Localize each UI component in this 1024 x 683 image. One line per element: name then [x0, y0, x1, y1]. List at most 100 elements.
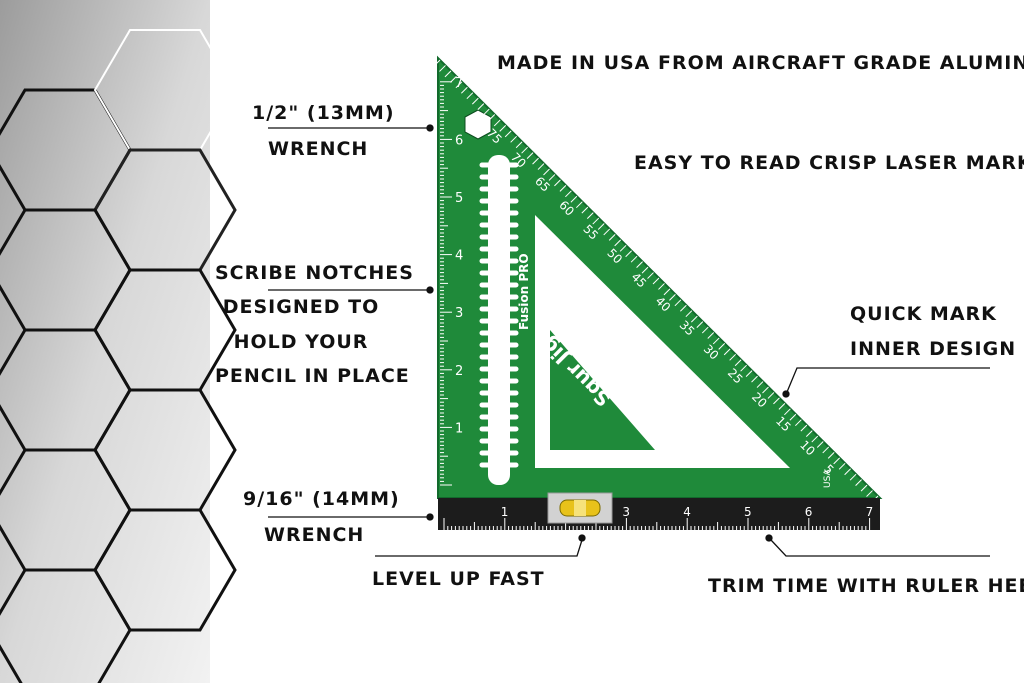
degree-tick: [822, 446, 830, 454]
callout-scribe-line4: PENCIL IN PLACE: [215, 365, 410, 387]
degree-tick: [433, 59, 441, 67]
bubble-level-icon: [547, 492, 613, 524]
degree-tick: [554, 179, 561, 187]
degree-tick: [636, 261, 643, 269]
degree-tick: [685, 310, 693, 318]
degree-tick: [778, 402, 786, 410]
degree-tick: [800, 424, 808, 432]
degree-tick: [723, 348, 731, 356]
degree-tick: [482, 108, 490, 116]
degree-tick: [493, 119, 501, 127]
degree-tick: [729, 353, 737, 361]
degree-tick: [570, 195, 578, 203]
degree-tick: [784, 408, 791, 416]
callout-wrench-14-line2: WRENCH: [264, 524, 365, 546]
scale-number: 4: [455, 249, 463, 264]
origin-text: USA: [823, 469, 833, 488]
degree-tick: [712, 337, 720, 345]
degree-tick: [696, 321, 704, 328]
degree-tick: [860, 484, 868, 492]
degree-tick: [471, 97, 479, 105]
degree-tick: [767, 392, 775, 399]
degree-tick: [510, 135, 518, 143]
callout-scribe-line3: HOLD YOUR: [233, 331, 369, 353]
ruler-number: 5: [744, 505, 752, 519]
degree-tick: [773, 397, 780, 405]
degree-tick: [548, 174, 556, 181]
degree-tick: [866, 490, 873, 497]
degree-tick: [592, 217, 600, 225]
scale-number: 6: [455, 133, 463, 148]
scale-number: 5: [455, 191, 463, 206]
degree-tick: [838, 462, 846, 470]
degree-tick: [515, 141, 523, 149]
ruler-number: 1: [501, 505, 509, 519]
degree-tick: [565, 190, 572, 198]
degree-tick: [461, 86, 468, 94]
scale-number: 2: [455, 364, 463, 379]
degree-tick: [756, 381, 764, 388]
degree-tick: [740, 364, 747, 372]
degree-tick: [439, 65, 446, 72]
degree-tick: [751, 375, 758, 383]
degree-tick: [488, 114, 496, 121]
degree-tick: [641, 266, 649, 274]
scale-number: 1: [455, 421, 463, 436]
degree-tick: [844, 468, 851, 476]
degree-tick: [805, 430, 813, 437]
callout-wrench-13-line2: WRENCH: [268, 138, 369, 160]
hexagon-wrench-icon: [464, 109, 492, 140]
degree-tick: [707, 332, 715, 339]
degree-tick: [543, 168, 550, 176]
degree-tick: [762, 386, 769, 394]
scale-number: 7: [455, 76, 463, 91]
callout-wrench-13-line1: 1/2" (13MM): [252, 102, 395, 124]
degree-tick: [674, 299, 682, 307]
callout-easy-read: EASY TO READ CRISP LASER MARKS: [634, 152, 1024, 174]
ruler-number: 3: [622, 505, 630, 519]
degree-tick: [811, 435, 819, 443]
degree-tick: [652, 277, 660, 285]
degree-tick: [504, 130, 512, 138]
callout-quick-mark-line1: QUICK MARK: [850, 303, 997, 325]
degree-tick: [603, 228, 611, 236]
degree-tick: [816, 441, 824, 448]
degree-tick: [630, 255, 638, 263]
degree-tick: [789, 413, 797, 421]
degree-tick: [466, 92, 474, 100]
degree-tick: [559, 184, 567, 192]
ruler-number: 6: [805, 505, 813, 519]
degree-tick: [663, 288, 671, 296]
degree-tick: [526, 152, 534, 160]
ruler-number: 4: [683, 505, 691, 519]
degree-tick: [647, 272, 654, 279]
honeycomb-pattern-icon: [0, 29, 237, 683]
degree-tick: [575, 201, 583, 209]
degree-tick: [521, 146, 528, 154]
degree-tick: [477, 103, 485, 110]
degree-tick: [701, 326, 709, 334]
scale-number: 3: [455, 306, 463, 321]
degree-tick: [532, 157, 539, 165]
degree-tick: [499, 125, 507, 132]
degree-tick: [658, 283, 665, 290]
degree-tick: [690, 315, 698, 323]
degree-tick: [455, 81, 463, 89]
callout-trim: TRIM TIME WITH RULER HEEL: [708, 575, 1024, 597]
callout-scribe-line2: DESIGNED TO: [222, 296, 380, 318]
degree-tick: [586, 212, 594, 219]
degree-tick: [444, 70, 452, 78]
degree-tick: [680, 304, 687, 312]
degree-tick: [855, 479, 862, 487]
degree-tick: [734, 359, 742, 367]
callout-made-in-usa: MADE IN USA FROM AIRCRAFT GRADE ALUMINUM: [497, 52, 1024, 74]
degree-tick: [833, 457, 841, 465]
degree-tick: [581, 206, 589, 214]
degree-tick: [849, 473, 857, 481]
ruler-number: 7: [866, 505, 874, 519]
degree-tick: [827, 452, 835, 459]
degree-tick: [745, 370, 753, 378]
